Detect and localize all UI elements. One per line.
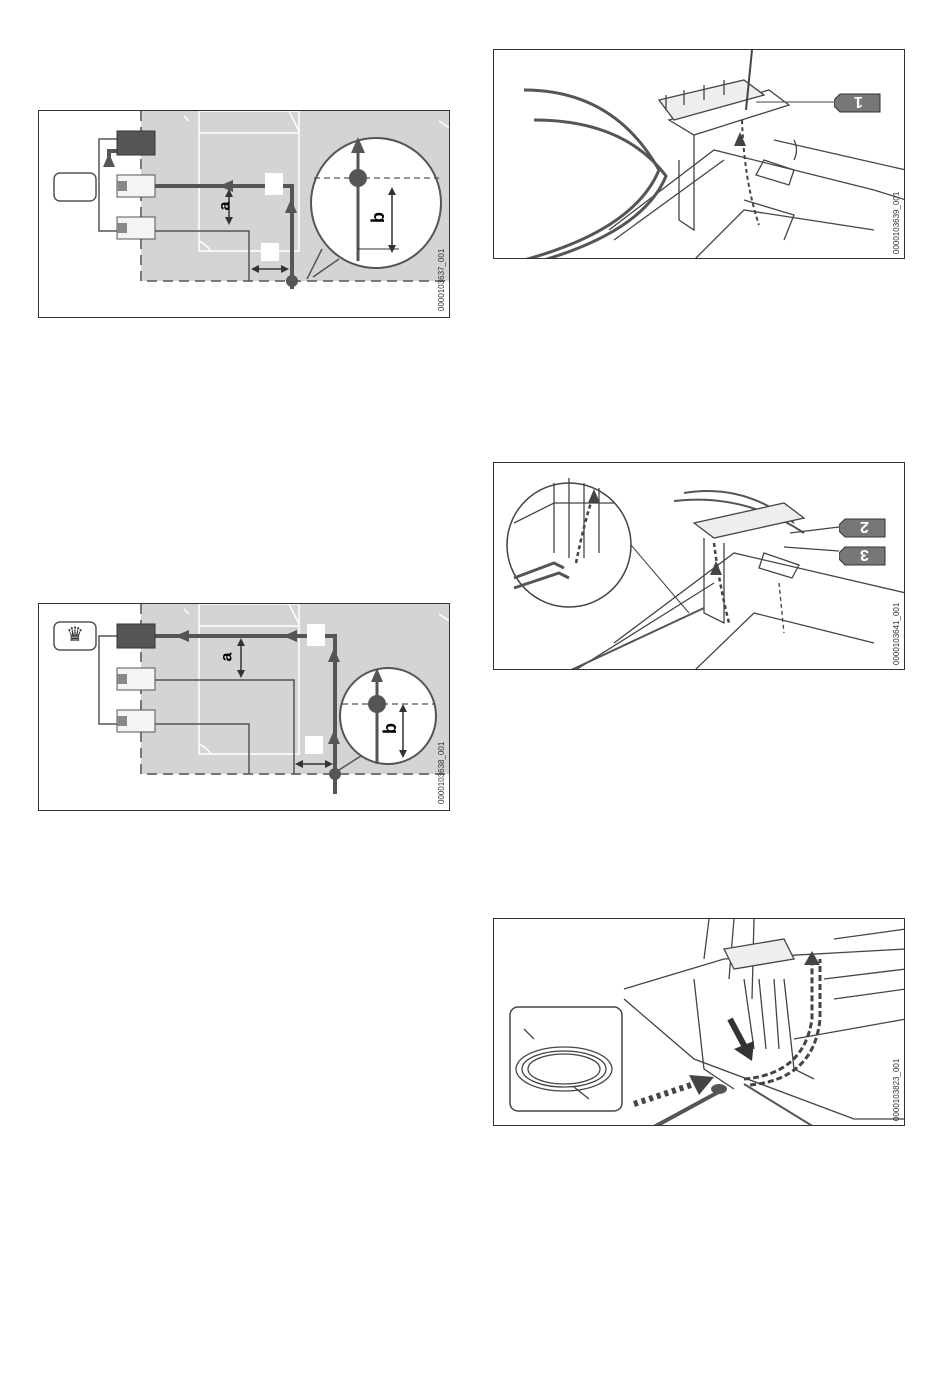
symbol-box (54, 173, 96, 201)
arrow-up-small (103, 153, 115, 167)
figure-docking-station-1: 1 0000103639_001 (493, 49, 905, 259)
junction-point (286, 275, 298, 287)
marker-box (307, 624, 325, 646)
figure-docking-station-3: 0000103823_001 (493, 918, 905, 1126)
figure-code: 0000103823_001 (892, 1059, 901, 1121)
dimension-a-label: a (218, 653, 236, 662)
figure-wire-layout-1: a b 0000103637_001 (38, 110, 450, 318)
dimension-b-label: b (380, 723, 401, 734)
figure-code: 0000103641_001 (892, 603, 901, 665)
docking-station-illustration (494, 50, 905, 259)
dimension-a-label: a (216, 202, 234, 211)
callout-label-3: 3 (860, 545, 869, 563)
figure-code: 0000103639_001 (892, 192, 901, 254)
marker-box (305, 736, 323, 754)
docking-contacts (117, 624, 155, 732)
callout-label-1: 1 (854, 92, 863, 110)
crown-icon: ♛ (66, 622, 84, 646)
insert-arrow (634, 1084, 694, 1104)
docking-station-illustration (494, 919, 905, 1126)
docking-contacts (117, 131, 155, 239)
arrow-up (734, 132, 746, 146)
figure-wire-layout-2: ♛ a b 0000103638_001 (38, 603, 450, 811)
marker-box (261, 243, 279, 261)
figure-docking-station-2: 2 3 0000103641_001 (493, 462, 905, 670)
figure-code: 0000103638_001 (437, 742, 446, 804)
zoom-circle (340, 668, 436, 764)
coil-inset (510, 1007, 622, 1111)
callout-label-2: 2 (860, 517, 869, 535)
figure-code: 0000103637_001 (437, 249, 446, 311)
marker-box (265, 173, 283, 195)
dimension-b-label: b (368, 212, 389, 223)
wire-layout-diagram (39, 604, 450, 811)
